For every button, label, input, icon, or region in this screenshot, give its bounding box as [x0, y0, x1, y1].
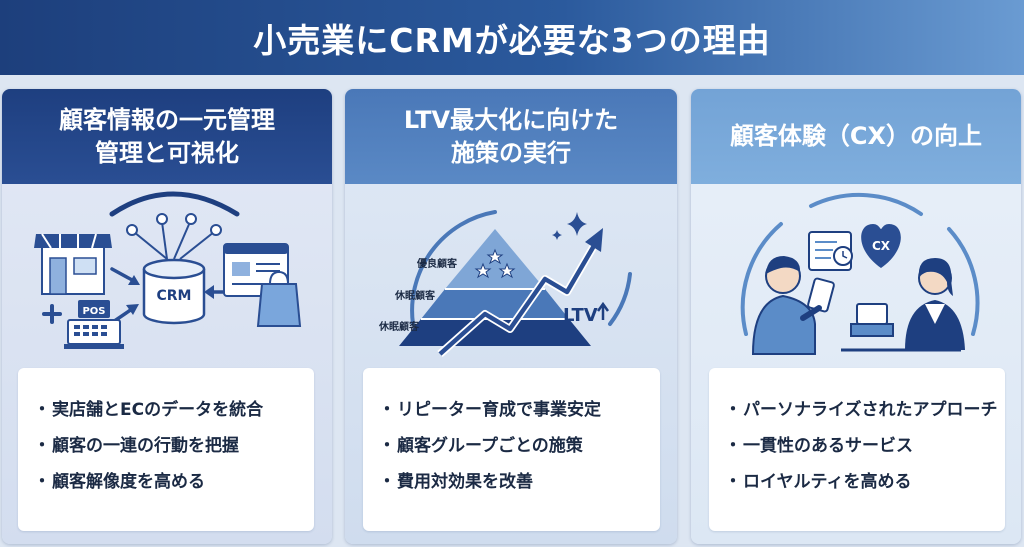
panel-ltv: LTV最大化に向けた 施策の実行 優良顧客: [345, 89, 677, 544]
list-item: ・顧客グループごとの施策: [378, 436, 583, 456]
panel-heading-line: 顧客情報の一元管理: [59, 106, 275, 135]
tier-label: 休眠顧客: [378, 320, 420, 333]
bullet-text: パーソナライズされたアプローチ: [743, 400, 998, 420]
list-item: ・リピーター育成で事業安定: [378, 400, 602, 420]
up-arrow-icon: [437, 228, 603, 357]
bullet-text: ロイヤルティを高める: [743, 472, 912, 492]
panel-cx: 顧客体験（CX）の向上: [691, 89, 1021, 544]
arc-decoration: [109, 191, 240, 217]
arc-decoration: [740, 222, 783, 336]
illustration-ltv: 優良顧客 休眠顧客 休眠顧客 LTV: [345, 184, 677, 364]
panel-heading-line: 管理と可視化: [95, 138, 239, 167]
arc-decoration: [410, 210, 497, 326]
list-item: ・顧客の一連の行動を把握: [33, 436, 240, 456]
bullet-text: 顧客解像度を高める: [52, 472, 205, 492]
store-icon: [34, 233, 112, 295]
cx-label: CX: [872, 239, 891, 253]
bullet-list: ・パーソナライズされたアプローチ ・一貫性のあるサービス ・ロイヤルティを高める: [709, 368, 1005, 531]
list-item: ・費用対効果を改善: [378, 472, 534, 492]
bullet-text: 顧客グループごとの施策: [397, 436, 583, 456]
arc-decoration: [947, 227, 980, 336]
panel-heading-line: 施策の実行: [450, 138, 571, 167]
panel-data-management: 顧客情報の一元管理 管理と可視化: [2, 89, 332, 544]
panel-heading-line: LTV最大化に向けた: [403, 106, 619, 135]
arc-decoration: [608, 272, 632, 326]
pos-register-icon: POS: [64, 300, 124, 349]
register-icon: [841, 303, 961, 352]
tier-label: 優良顧客: [416, 257, 458, 270]
list-item: ・ロイヤルティを高める: [724, 472, 912, 492]
illustration-cx: CX: [691, 184, 1021, 364]
history-doc-icon: [808, 231, 853, 271]
panel-heading: 顧客体験（CX）の向上: [691, 89, 1021, 184]
database-icon: CRM: [142, 258, 206, 325]
sparkle-icon: [961, 494, 997, 530]
list-item: ・一貫性のあるサービス: [724, 436, 914, 456]
staff-icon: [905, 258, 965, 350]
ltv-up-arrow-icon: [596, 301, 610, 320]
bullet-text: リピーター育成で事業安定: [397, 400, 601, 420]
bullet-text: 顧客の一連の行動を把握: [52, 436, 239, 456]
customer-icon: [751, 256, 835, 355]
network-icon: [126, 213, 222, 260]
bullet-text: 費用対効果を改善: [397, 472, 533, 492]
shopping-bag-icon: [256, 270, 302, 327]
bullet-list: ・実店舗とECのデータを統合 ・顧客の一連の行動を把握 ・顧客解像度を高める: [18, 368, 314, 531]
illustration-crm: CRM: [2, 184, 332, 364]
tier-label: 休眠顧客: [394, 289, 436, 302]
panel-heading: LTV最大化に向けた 施策の実行: [345, 89, 677, 184]
list-item: ・顧客解像度を高める: [33, 472, 206, 492]
crm-label: CRM: [157, 288, 192, 304]
panel-heading: 顧客情報の一元管理 管理と可視化: [2, 89, 332, 184]
list-item: ・実店舗とECのデータを統合: [33, 400, 264, 420]
pos-label: POS: [82, 306, 105, 317]
title-bar: 小売業にCRMが必要な3つの理由: [0, 0, 1024, 75]
ltv-label: LTV: [563, 305, 598, 326]
bullet-list: ・リピーター育成で事業安定 ・顧客グループごとの施策 ・費用対効果を改善: [363, 368, 660, 531]
bullet-text: 一貫性のあるサービス: [743, 436, 913, 456]
sparkle-icon: [552, 212, 587, 240]
plus-icon: [42, 304, 62, 324]
list-item: ・パーソナライズされたアプローチ: [724, 400, 998, 420]
panel-heading-line: 顧客体験（CX）の向上: [729, 122, 983, 151]
heart-icon: CX: [861, 224, 901, 268]
page-title: 小売業にCRMが必要な3つの理由: [253, 20, 771, 60]
bullet-text: 実店舗とECのデータを統合: [52, 400, 264, 420]
arc-decoration: [809, 192, 923, 216]
